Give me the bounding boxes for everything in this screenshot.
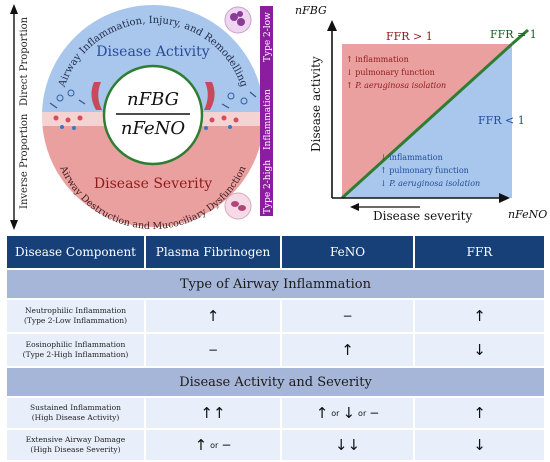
header-plasma-fibrinogen: Plasma Fibrinogen <box>146 236 280 268</box>
eosinophil-cell-icon <box>224 192 252 220</box>
ffr-cell: ↓ <box>415 430 544 460</box>
nfeno-label: nFeNO <box>121 118 186 139</box>
row-label: Sustained Inflammation(High Disease Acti… <box>7 398 144 428</box>
feno-cell: ↑ <box>282 334 413 366</box>
neutrophil-cell-icon <box>224 6 252 34</box>
fibrinogen-cell: ↑ or − <box>146 430 280 460</box>
x-axis-label: Disease severity <box>373 209 472 223</box>
header-feno: FeNO <box>282 236 413 268</box>
circle-diagram: Direct Proportion Inverse Proportion Air… <box>10 3 273 232</box>
inverse-proportion-label: Inverse Proportion <box>19 113 30 209</box>
svg-text:↓ inflammation: ↓ inflammation <box>380 153 443 162</box>
feno-cell: ↑ or ↓ or − <box>282 398 413 428</box>
row-label: Neutrophilic Inflammation(Type 2-Low Inf… <box>7 300 144 332</box>
nfbg-axis-name: nFBG <box>295 4 327 17</box>
header-disease-component: Disease Component <box>7 236 144 268</box>
svg-text:↓ P. aeruginosa isolation: ↓ P. aeruginosa isolation <box>380 179 480 188</box>
nfeno-axis-name: nFeNO <box>508 208 547 221</box>
type2-low-label: Type 2-low <box>263 12 273 62</box>
disease-activity-title: Disease Activity <box>96 44 210 60</box>
svg-text:↑ P. aeruginosa isolation: ↑ P. aeruginosa isolation <box>346 81 446 90</box>
ffr-equal-line <box>340 42 514 200</box>
svg-text:↑ inflammation: ↑ inflammation <box>346 55 409 64</box>
feno-cell: − <box>282 300 413 332</box>
fibrinogen-cell: ↑ <box>146 300 280 332</box>
fibrinogen-cell: − <box>146 334 280 366</box>
table-row: Sustained Inflammation(High Disease Acti… <box>7 398 544 428</box>
section-type-of-inflammation: Type of Airway Inflammation <box>7 270 544 298</box>
lower-effects-list: ↓ inflammation ↑ pulmonary function ↓ P.… <box>380 153 480 188</box>
direct-proportion-label: Direct Proportion <box>19 16 30 106</box>
section-activity-and-severity: Disease Activity and Severity <box>7 368 544 396</box>
ffr-cell: ↑ <box>415 398 544 428</box>
y-axis-label: Disease activity <box>309 56 323 152</box>
row-label: Extensive Airway Damage(High Disease Sev… <box>7 430 144 460</box>
table-row: Extensive Airway Damage(High Disease Sev… <box>7 430 544 460</box>
fibrinogen-cell: ↑↑ <box>146 398 280 428</box>
svg-text:↓ pulmonary function: ↓ pulmonary function <box>346 68 435 77</box>
svg-text:↑ pulmonary function: ↑ pulmonary function <box>380 166 469 175</box>
upper-effects-list: ↑ inflammation ↓ pulmonary function ↑ P.… <box>346 55 446 90</box>
table-row: Neutrophilic Inflammation(Type 2-Low Inf… <box>7 300 544 332</box>
row-label: Eosinophilic Inflammation(Type 2-High In… <box>7 334 144 366</box>
ffr-plot: nFBG nFeNO Disease severity Disease acti… <box>295 4 547 223</box>
ffr-equal-label: FFR = 1 <box>490 28 537 41</box>
ratio-disc <box>102 64 204 166</box>
inflammation-bar <box>260 6 273 216</box>
ffr-greater-label: FFR > 1 <box>386 30 433 43</box>
ffr-cell: ↑ <box>415 300 544 332</box>
disease-severity-title: Disease Severity <box>94 176 212 192</box>
ffr-cell: ↓ <box>415 334 544 366</box>
table-row: Eosinophilic Inflammation(Type 2-High In… <box>7 334 544 366</box>
feno-cell: ↓↓ <box>282 430 413 460</box>
header-ffr: FFR <box>415 236 544 268</box>
inflammation-label: Inflammation <box>263 89 273 150</box>
type2-high-label: Type 2-high <box>263 160 273 214</box>
nfbg-label: nFBG <box>127 89 179 110</box>
ffr-less-label: FFR < 1 <box>478 114 525 127</box>
